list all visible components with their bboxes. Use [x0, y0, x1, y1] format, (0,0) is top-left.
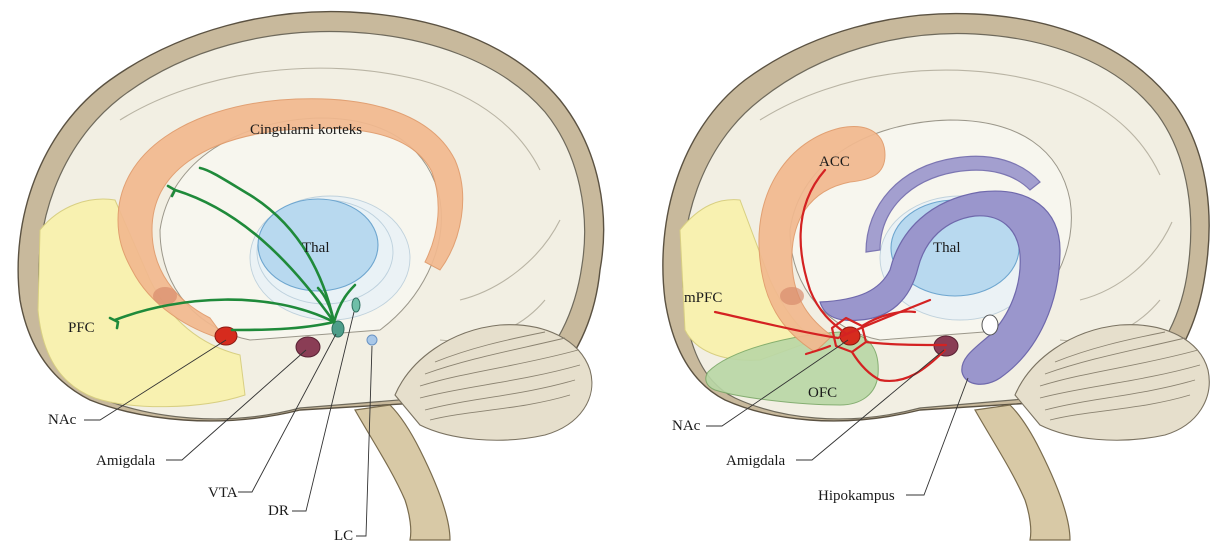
right-brain-figure: ACC Thal mPFC OFC NAc Amigdala Hipokampu… [663, 14, 1209, 540]
left-lc-nucleus [367, 335, 377, 345]
left-brain-figure: Cingularni korteks Thal PFC NAc Amigdala… [18, 12, 603, 542]
label-dr: DR [268, 503, 289, 519]
label-mpfc: mPFC [684, 290, 722, 306]
label-cingulate-cortex: Cingularni korteks [250, 122, 362, 138]
label-nac-right: NAc [672, 418, 701, 434]
label-thal-left: Thal [302, 240, 330, 256]
label-vta: VTA [208, 485, 238, 501]
label-acc: ACC [819, 154, 850, 170]
left-amygdala-nucleus [296, 337, 320, 357]
label-amygdala-right: Amigdala [726, 453, 785, 469]
label-lc: LC [334, 528, 353, 542]
right-small-structure [982, 315, 998, 335]
label-pfc: PFC [68, 320, 95, 336]
right-shade [780, 287, 804, 305]
left-shade [153, 287, 177, 305]
label-hippocampus: Hipokampus [818, 488, 895, 504]
label-amygdala-left: Amigdala [96, 453, 155, 469]
left-vta-nucleus [332, 321, 344, 337]
label-thal-right: Thal [933, 240, 961, 256]
left-dr-nucleus [352, 298, 360, 312]
label-nac-left: NAc [48, 412, 77, 428]
label-ofc: OFC [808, 385, 837, 401]
